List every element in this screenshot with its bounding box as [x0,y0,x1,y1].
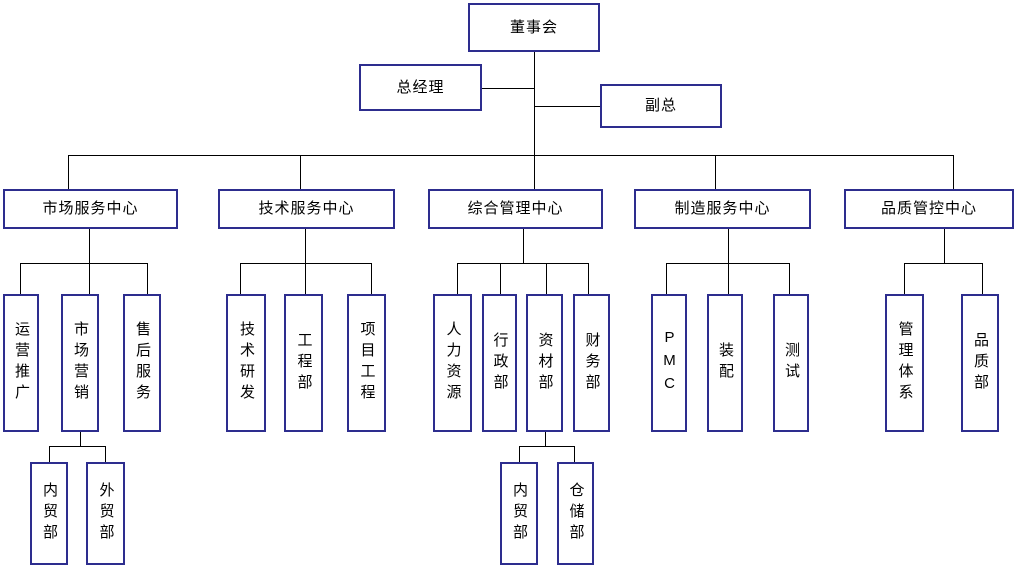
connector-segment [588,263,589,294]
connector-segment [500,263,501,294]
connector-segment [89,229,90,294]
org-node-operations-promotion: 运营推广 [3,294,39,432]
connector-segment [519,446,520,462]
org-node-tech-service-center: 技术服务中心 [218,189,395,229]
org-node-warehouse-dept: 仓储部 [557,462,594,565]
connector-segment [371,263,372,294]
org-node-quality-dept: 品质部 [961,294,999,432]
connector-segment [457,263,458,294]
connector-segment [68,155,954,156]
org-node-administration-dept: 行政部 [482,294,517,432]
org-node-finance-dept: 财务部 [573,294,610,432]
org-node-human-resources: 人力资源 [433,294,472,432]
connector-segment [80,432,81,446]
connector-segment [457,263,588,264]
connector-segment [523,229,524,263]
org-node-management-system: 管理体系 [885,294,924,432]
org-node-deputy-general-manager: 副总 [600,84,722,128]
org-node-domestic-trade-dept-marketing: 内贸部 [30,462,68,565]
org-node-admin-center: 综合管理中心 [428,189,603,229]
connector-segment [20,263,21,294]
connector-segment [982,263,983,294]
connector-segment [545,432,546,446]
org-node-marketing: 市场营销 [61,294,99,432]
org-node-board: 董事会 [468,3,600,52]
connector-segment [944,229,945,263]
connector-segment [904,263,983,264]
org-node-pmc: PMC [651,294,687,432]
connector-segment [482,88,534,89]
connector-segment [68,155,69,189]
connector-segment [147,263,148,294]
org-node-materials-dept: 资材部 [526,294,563,432]
org-node-assembly: 装配 [707,294,743,432]
org-node-engineering-dept: 工程部 [284,294,323,432]
connector-segment [574,446,575,462]
connector-segment [534,106,600,107]
connector-segment [666,263,667,294]
org-node-manufacturing-center: 制造服务中心 [634,189,811,229]
org-node-testing: 测试 [773,294,809,432]
org-node-domestic-trade-dept-materials: 内贸部 [500,462,538,565]
connector-segment [105,446,106,462]
connector-segment [546,263,547,294]
connector-segment [904,263,905,294]
org-node-market-service-center: 市场服务中心 [3,189,178,229]
connector-segment [300,155,301,189]
org-node-after-sales-service: 售后服务 [123,294,161,432]
org-node-project-engineering: 项目工程 [347,294,386,432]
connector-segment [49,446,106,447]
org-node-quality-center: 品质管控中心 [844,189,1014,229]
connector-segment [305,229,306,294]
org-node-general-manager: 总经理 [359,64,482,111]
connector-segment [534,52,535,189]
connector-segment [953,155,954,189]
org-node-foreign-trade-dept: 外贸部 [86,462,125,565]
connector-segment [666,263,790,264]
connector-segment [20,263,148,264]
connector-segment [240,263,372,264]
org-node-tech-rd: 技术研发 [226,294,266,432]
connector-segment [49,446,50,462]
connector-segment [789,263,790,294]
connector-segment [728,229,729,294]
connector-segment [715,155,716,189]
connector-segment [519,446,575,447]
connector-segment [240,263,241,294]
